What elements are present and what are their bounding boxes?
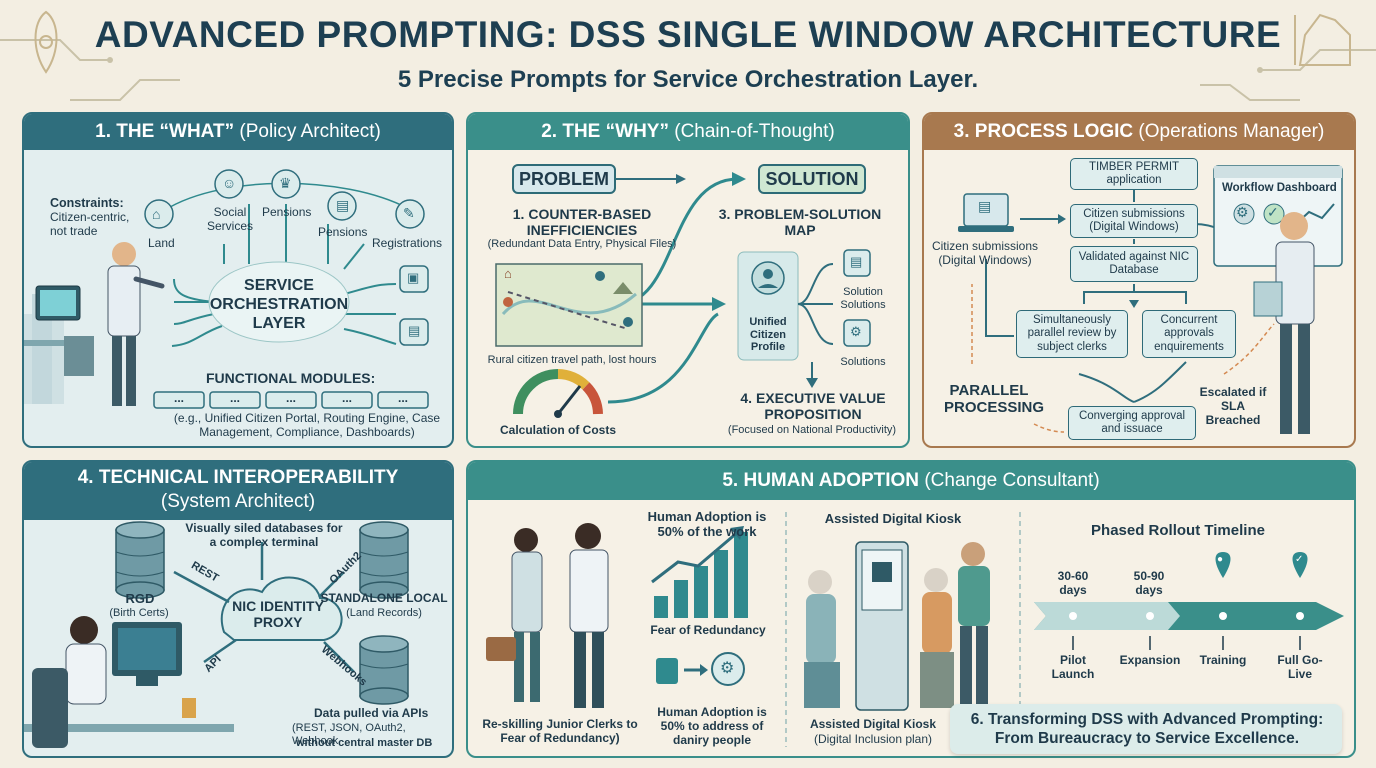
unified-profile: Unified Citizen Profile: [749, 316, 787, 354]
page-title: ADVANCED PROMPTING: DSS SINGLE WINDOW AR…: [94, 14, 1282, 55]
land-icon: ⌂: [152, 206, 161, 222]
gauge-caption: Calculation of Costs: [499, 423, 616, 437]
citizen-submissions-label: Citizen submissions (Digital Windows): [931, 239, 1039, 267]
module-3: ...: [285, 391, 296, 405]
adoption-title: Human Adoption is 50% of the work: [647, 509, 767, 539]
closing-callout: [950, 704, 1342, 754]
panel-human-adoption-graphics: [486, 512, 1344, 747]
panel-process-graphics: [958, 165, 1343, 434]
module-id-icon: ▣: [407, 270, 420, 285]
kiosk-sub: (Digital Inclusion plan): [813, 732, 933, 746]
check-icon: ✓: [1267, 204, 1279, 220]
panel-interop-graphics: [24, 521, 409, 748]
module-4: ...: [341, 391, 352, 405]
module-1: ...: [173, 391, 184, 405]
gear-adoption-icon: ⚙: [720, 660, 735, 677]
step-citizen-submissions: Citizen submissions (Digital Windows): [1070, 204, 1198, 238]
pensions-icon: ♛: [279, 175, 292, 191]
data-pulled-sub2: without central master DB: [296, 737, 433, 749]
data-pulled-sub: (REST, JSON, OAuth2, Webhook: [292, 722, 406, 747]
module-5: ...: [397, 391, 408, 405]
orchestration-hub: SERVICE ORCHESTRATION LAYER: [209, 277, 349, 333]
solution-label-2: Solutions: [840, 356, 886, 368]
panel-why-header: 2. THE “WHY” (Chain-of-Thought): [468, 114, 908, 150]
step1-title: 1. COUNTER-BASED INEFFICIENCIES: [512, 206, 652, 239]
constraints-label: Constraints:: [50, 196, 124, 210]
rgd-sub: (Birth Certs): [109, 607, 169, 619]
phase-days-2: 50-90 days: [1133, 569, 1165, 597]
go-live-pin-icon: ✓: [1295, 554, 1304, 565]
panel-human-adoption-header: 5. HUMAN ADOPTION (Change Consultant): [468, 462, 1354, 500]
node-land: Land: [148, 236, 175, 250]
parallel-processing-label: PARALLEL PROCESSING: [944, 382, 1045, 417]
panel-process: 3. PROCESS LOGIC (Operations Manager): [922, 112, 1356, 448]
solution-icon-1: ▤: [850, 254, 863, 269]
panel-what-header: 1. THE “WHAT” (Policy Architect): [24, 114, 452, 150]
phase-pilot-launch: Pilot Launch: [1051, 653, 1095, 681]
solution-box: SOLUTION: [758, 164, 866, 194]
constraints-text: Citizen-centric, not trade: [50, 210, 130, 238]
solution-label-1: Solution Solutions: [840, 286, 886, 311]
social-services-icon: ☺: [222, 175, 237, 191]
rgd-label: RGD: [125, 591, 155, 606]
node-registrations: Registrations: [372, 236, 443, 250]
kiosk-bottom-label: Assisted Digital Kiosk: [809, 717, 937, 731]
panel-interop: 4. TECHNICAL INTEROPERABILITY(System Arc…: [22, 460, 454, 758]
map-caption: Rural citizen travel path, lost hours: [487, 354, 657, 366]
kiosk-top-label: Assisted Digital Kiosk: [824, 511, 962, 526]
modules-note: (e.g., Unified Citizen Portal, Routing E…: [173, 411, 441, 439]
panel-why-graphics: [495, 172, 871, 418]
map-icon: ⌂: [504, 266, 512, 281]
step-parallel-review: Simultaneously parallel review by subjec…: [1016, 310, 1128, 358]
panel-what-graphics: [24, 169, 429, 409]
module-doc-icon: ▤: [408, 323, 421, 338]
step-validated: Validated against NIC Database: [1070, 246, 1198, 282]
node-social-services: Social Services: [206, 205, 253, 233]
panel-what: 1. THE “WHAT” (Policy Architect): [22, 112, 454, 448]
step-timber-permit: TIMBER PERMIT application: [1070, 158, 1198, 190]
step3-title: 3. PROBLEM-SOLUTION MAP: [718, 206, 882, 239]
fear-of-redundancy: Fear of Redundancy: [650, 623, 766, 637]
problem-box: PROBLEM: [512, 164, 616, 194]
node-pensions-2: Pensions: [318, 225, 368, 239]
pensions-doc-icon: ▤: [336, 197, 350, 213]
closing-text: 6. Transforming DSS with Advanced Prompt…: [970, 711, 1324, 748]
registrations-icon: ✎: [403, 205, 415, 221]
phase-full-go-live: Full Go-Live: [1277, 653, 1323, 681]
step-concurrent-approvals: Concurrent approvals enquirements: [1142, 310, 1236, 358]
timeline-title: Phased Rollout Timeline: [1091, 522, 1265, 539]
functional-modules-label: FUNCTIONAL MODULES:: [206, 370, 376, 386]
phase-expansion: Expansion: [1119, 653, 1181, 667]
map-pin-icon: ●: [1217, 554, 1224, 565]
laptop-icon: ▤: [978, 198, 992, 214]
siloed-db-note: Visually siled databases for a complex t…: [185, 521, 343, 549]
gear-icon: ⚙: [1236, 204, 1249, 220]
reskilling-note: Re-skilling Junior Clerks to Fear of Red…: [482, 717, 638, 745]
step-converging-approval: Converging approval and issuace: [1068, 406, 1196, 440]
standalone-local-label: STANDALONE LOCAL: [320, 591, 448, 605]
page-subtitle: 5 Precise Prompts for Service Orchestrat…: [397, 66, 979, 93]
step4-title: 4. EXECUTIVE VALUE PROPOSITION: [740, 390, 886, 423]
step4-sub: (Focused on National Productivity): [727, 424, 897, 436]
step1-sub: (Redundant Data Entry, Physical Files): [487, 238, 677, 250]
phase-training: Training: [1199, 653, 1247, 667]
solution-icon-2: ⚙: [850, 324, 862, 339]
nic-identity-proxy: NIC IDENTITY PROXY: [232, 598, 324, 631]
phase-days-1: 30-60 days: [1057, 569, 1089, 597]
workflow-dashboard-label: Workflow Dashboard: [1222, 182, 1337, 194]
panel-process-header: 3. PROCESS LOGIC (Operations Manager): [924, 114, 1354, 150]
adoption-note: Human Adoption is 50% to address of dani…: [657, 705, 767, 747]
module-2: ...: [229, 391, 240, 405]
panel-interop-header: 4. TECHNICAL INTEROPERABILITY(System Arc…: [24, 462, 452, 520]
standalone-local-sub: (Land Records): [346, 607, 422, 619]
data-pulled-label: Data pulled via APIs: [314, 706, 429, 720]
node-pensions-1: Pensions: [262, 205, 312, 219]
sla-escalation-label: Escalated if SLA Breached: [1199, 385, 1267, 427]
panel-why: 2. THE “WHY” (Chain-of-Thought): [466, 112, 910, 448]
